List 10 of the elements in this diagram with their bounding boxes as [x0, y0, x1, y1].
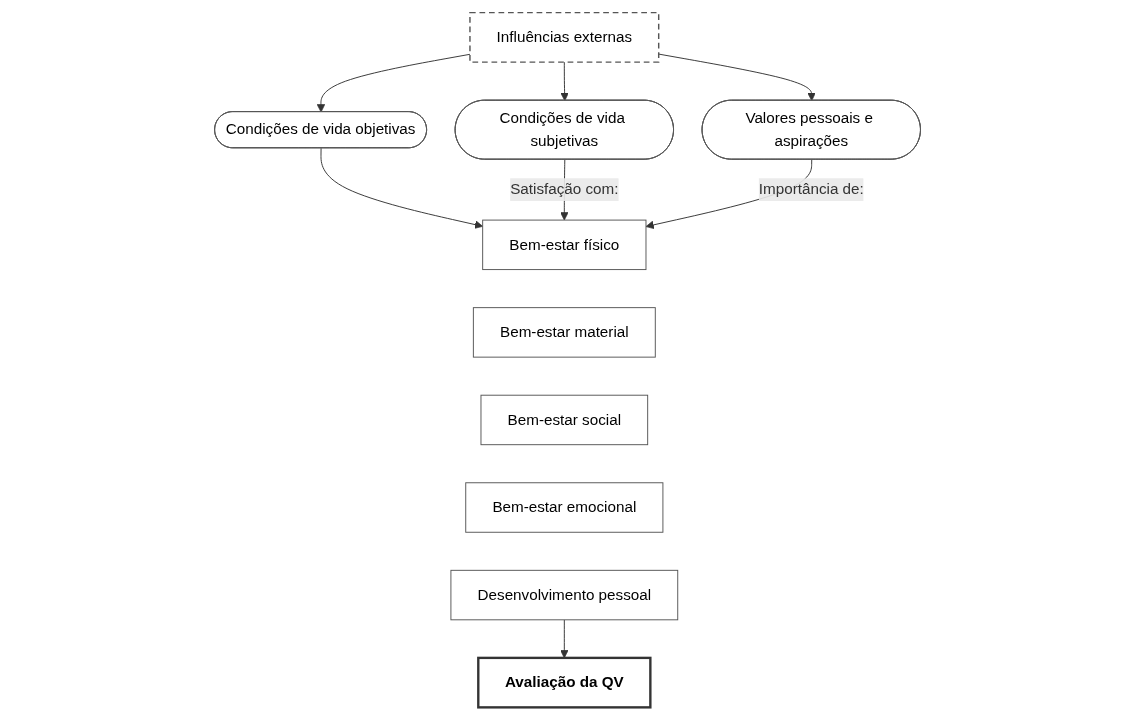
node-box: [477, 656, 652, 709]
node-box: [465, 482, 664, 533]
node-box: [450, 569, 679, 621]
node-box: [469, 11, 660, 63]
node-box: [482, 219, 647, 271]
edge-label: Importância de:: [758, 181, 864, 198]
flowchart-diagram: Satisfação com: Importância de: Influências externas Condições de vida objetivas Condições de vida subjetivas Valores pessoais e aspirações Bem-estar físico Bem-estar material Bem-estar social Bem-estar emocional Desenvolvimento pessoal Avaliação da QV: [206, 5, 929, 715]
node-box: [480, 394, 649, 446]
edge-label: Satisfação com:: [510, 181, 619, 198]
node-box: [472, 307, 656, 358]
